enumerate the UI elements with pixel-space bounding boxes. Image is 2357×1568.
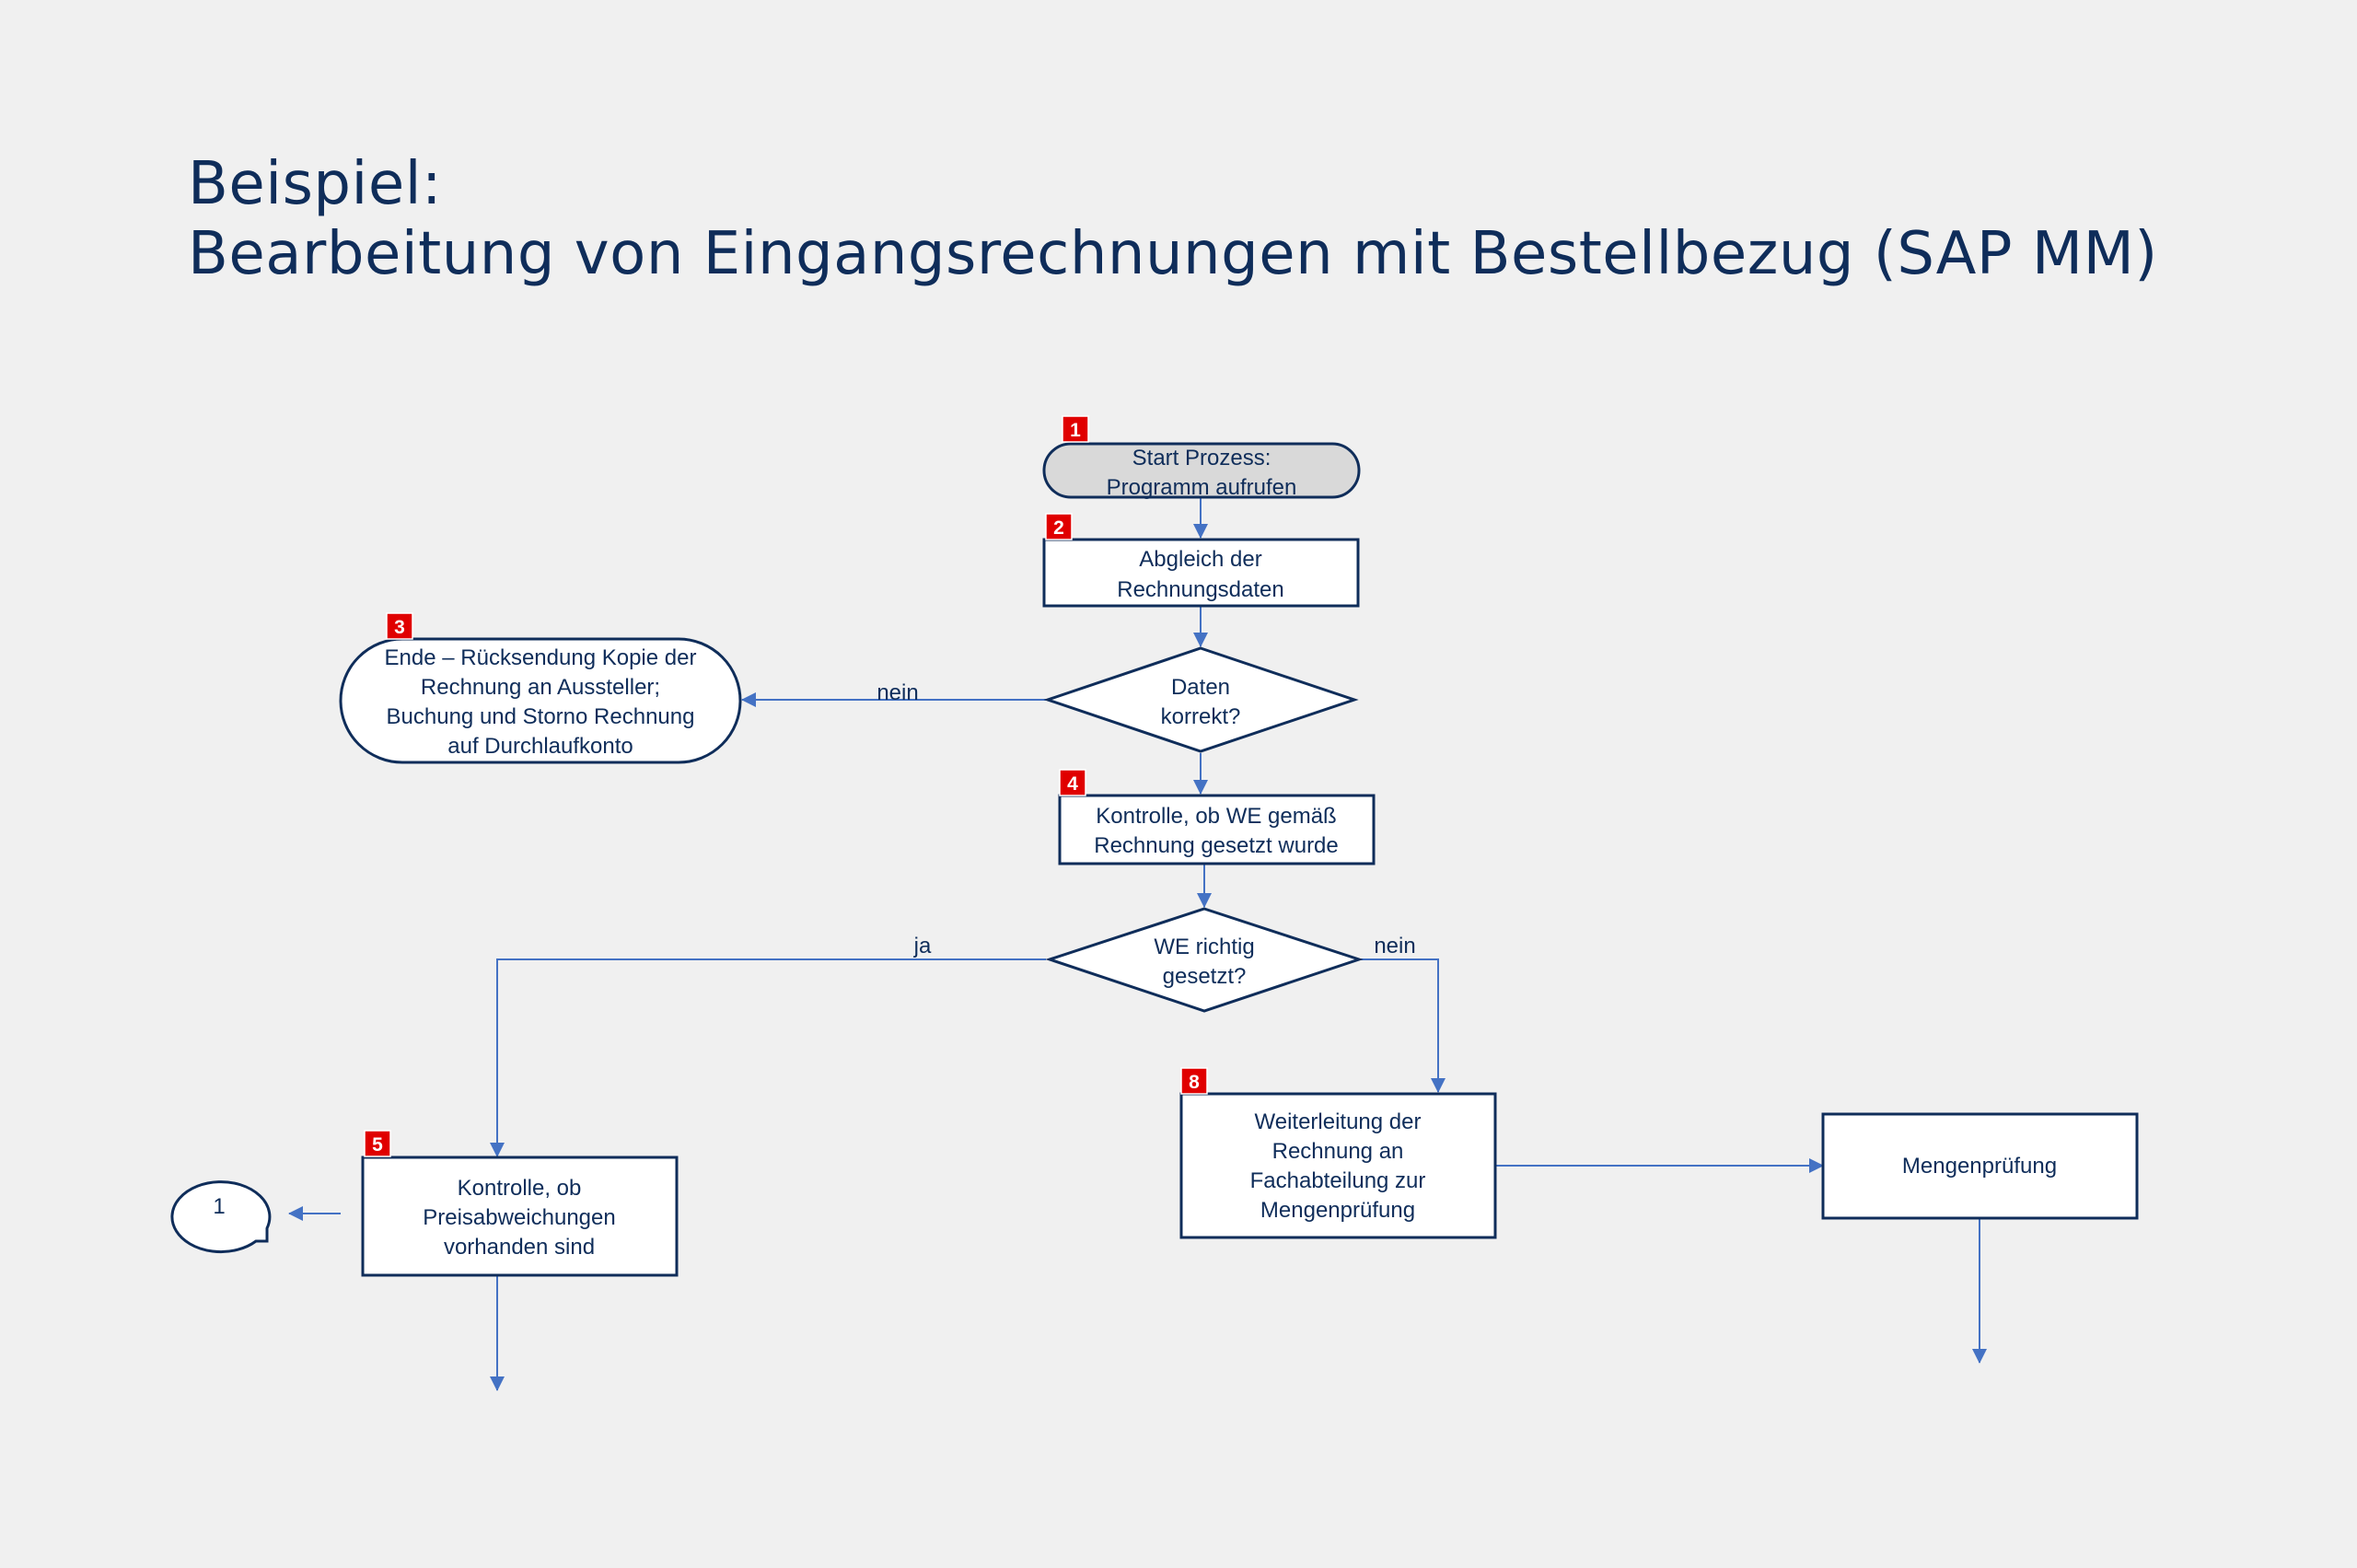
edge-label-nein-we: nein [1374, 934, 1415, 958]
kontrolle-preis-node: Kontrolle, ob Preisabweichungen vorhande… [361, 1156, 679, 1277]
step-badge-8-label: 8 [1189, 1072, 1200, 1093]
step-badge-8: 8 [1180, 1067, 1208, 1095]
ende-node-line-1: Ende – Rücksendung Kopie der [385, 645, 697, 670]
ende-node-line-4: auf Durchlaufkonto [447, 734, 633, 759]
step-badge-2: 2 [1045, 513, 1073, 540]
title-line-2: Bearbeitung von Eingangsrechnungen mit B… [188, 220, 2158, 288]
kontrolle-preis-line-2: Preisabweichungen [423, 1205, 615, 1230]
step-badge-4-label: 4 [1067, 773, 1078, 795]
daten-korrekt-line-1: Daten [1171, 675, 1230, 700]
kontrolle-preis-line-3: vorhanden sind [444, 1235, 595, 1260]
page-title: Beispiel: Bearbeitung von Eingangsrechnu… [188, 149, 2158, 289]
step-badge-1: 1 [1062, 415, 1089, 443]
weiterleitung-node: Weiterleitung der Rechnung an Fachabteil… [1179, 1092, 1497, 1239]
step-badge-4: 4 [1059, 769, 1086, 796]
start-node-line-2: Programm aufrufen [1107, 475, 1297, 500]
mengenpruefung-line-1: Mengenprüfung [1902, 1154, 2057, 1179]
daten-korrekt-decision: Daten korrekt? [1043, 646, 1359, 753]
start-node-line-1: Start Prozess: [1132, 446, 1271, 470]
edge-we-richtig-ja [490, 958, 1046, 1157]
abgleich-node: Abgleich der Rechnungsdaten [1042, 538, 1360, 608]
kontrolle-we-line-2: Rechnung gesetzt wurde [1094, 833, 1339, 858]
step-badge-1-label: 1 [1070, 420, 1081, 441]
step-badge-3: 3 [386, 612, 413, 640]
abgleich-node-line-2: Rechnungsdaten [1117, 577, 1283, 602]
edge-label-ja: ja [913, 934, 932, 958]
ende-node: Ende – Rücksendung Kopie der Rechnung an… [339, 637, 742, 764]
step-badge-3-label: 3 [394, 617, 405, 638]
we-richtig-line-2: gesetzt? [1163, 964, 1247, 989]
weiterleitung-line-3: Fachabteilung zur [1250, 1168, 1426, 1193]
kontrolle-preis-line-1: Kontrolle, ob [458, 1176, 582, 1201]
offpage-connector-1: 1 [170, 1180, 272, 1254]
kontrolle-we-line-1: Kontrolle, ob WE gemäß [1096, 804, 1336, 829]
we-richtig-line-1: WE richtig [1154, 935, 1254, 959]
title-line-1: Beispiel: [188, 150, 443, 218]
step-badge-5: 5 [364, 1130, 391, 1157]
we-richtig-decision: WE richtig gesetzt? [1045, 907, 1364, 1013]
start-node: Start Prozess: Programm aufrufen [1042, 442, 1361, 500]
weiterleitung-line-1: Weiterleitung der [1255, 1109, 1422, 1134]
weiterleitung-line-2: Rechnung an [1272, 1139, 1404, 1164]
ende-node-line-3: Buchung und Storno Rechnung [387, 704, 695, 729]
weiterleitung-line-4: Mengenprüfung [1260, 1198, 1415, 1223]
mengenpruefung-node: Mengenprüfung [1821, 1112, 2139, 1220]
edges [288, 498, 1987, 1391]
step-badge-2-label: 2 [1053, 517, 1064, 539]
abgleich-node-line-1: Abgleich der [1139, 547, 1261, 572]
edge-label-nein-daten: nein [877, 680, 918, 705]
kontrolle-we-node: Kontrolle, ob WE gemäß Rechnung gesetzt … [1058, 794, 1376, 865]
edge-we-richtig-nein [1361, 958, 1446, 1093]
ende-node-line-2: Rechnung an Aussteller; [421, 675, 660, 700]
connector-label: 1 [213, 1194, 225, 1219]
step-badge-5-label: 5 [372, 1134, 383, 1156]
daten-korrekt-line-2: korrekt? [1161, 704, 1241, 729]
